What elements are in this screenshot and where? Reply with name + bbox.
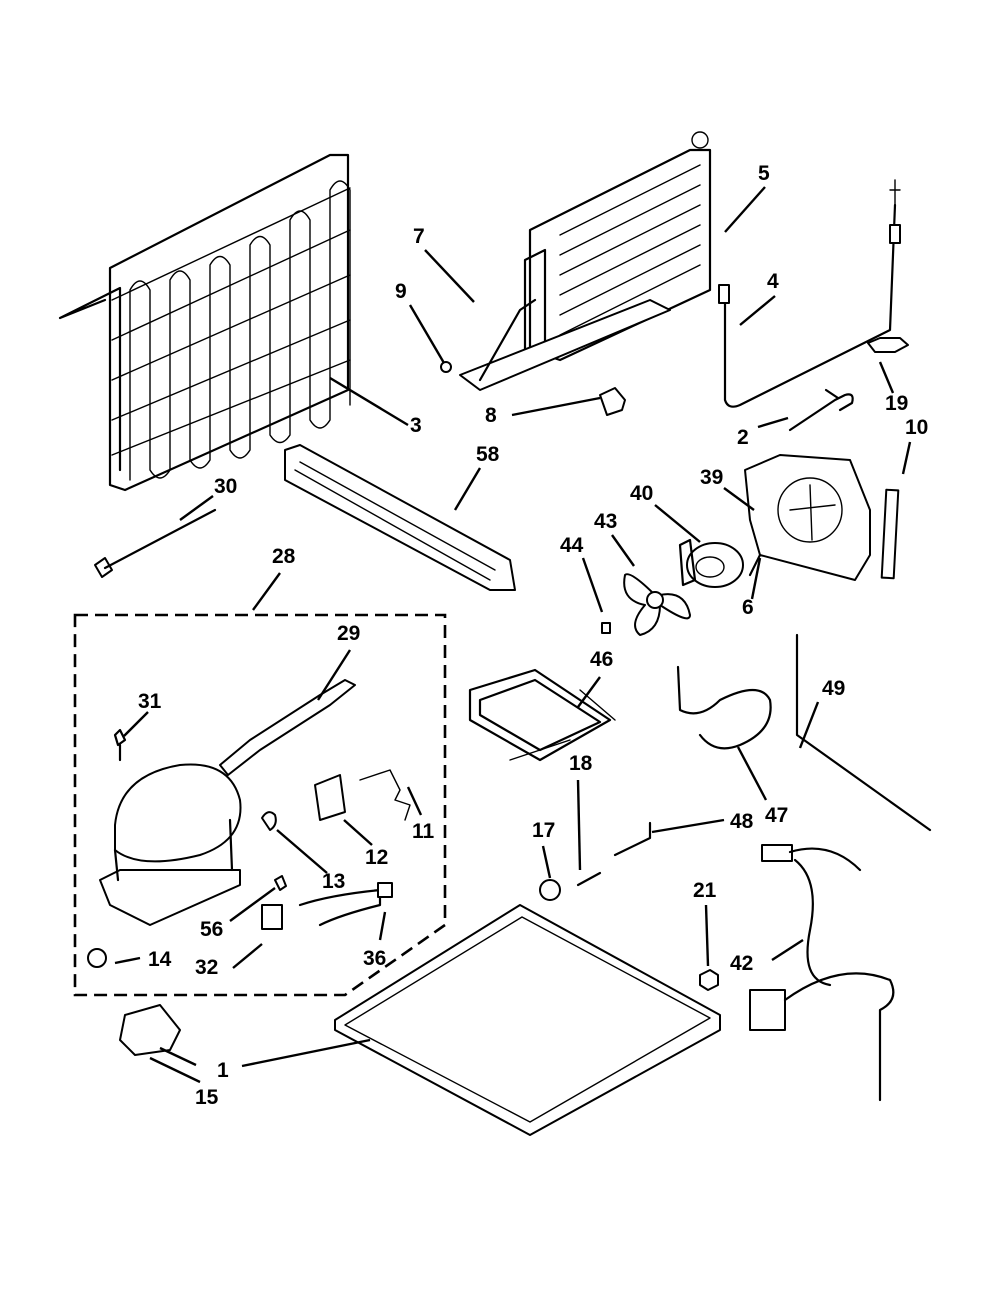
fan-shroud-drawing — [744, 454, 871, 581]
clip-drawing — [599, 387, 626, 416]
compressor-drawing — [99, 763, 242, 926]
label-3: 3 — [410, 414, 422, 437]
label-17: 17 — [532, 819, 555, 842]
condenser-coil-drawing — [58, 153, 351, 492]
terminal-drawing — [274, 875, 287, 891]
label-58: 58 — [476, 443, 500, 466]
cover-clip-drawing — [359, 769, 411, 821]
label-4: 4 — [767, 270, 779, 293]
label-8: 8 — [485, 404, 497, 427]
label-36: 36 — [363, 947, 386, 970]
label-28: 28 — [272, 545, 296, 568]
label-30: 30 — [214, 475, 237, 498]
heater-connector-b — [889, 224, 901, 244]
label-21: 21 — [693, 879, 717, 902]
label-10: 10 — [905, 416, 928, 439]
label-13: 13 — [322, 870, 345, 893]
label-7: 7 — [413, 225, 425, 248]
fan-motor-drawing — [678, 538, 744, 588]
overload-protector-drawing — [261, 811, 277, 831]
label-39: 39 — [700, 466, 723, 489]
defrost-heater-wire-drawing — [723, 203, 897, 408]
label-42: 42 — [730, 952, 753, 975]
label-11: 11 — [412, 820, 435, 843]
label-56: 56 — [200, 918, 223, 941]
label-44: 44 — [560, 534, 584, 557]
nut-drawing — [699, 969, 719, 991]
grommet-foot-drawing — [87, 948, 107, 968]
drain-tube-drawing — [676, 665, 772, 750]
leader-lines — [114, 186, 912, 1084]
base-pan-drawing — [334, 904, 721, 1136]
roller-drawing — [539, 879, 561, 901]
label-12: 12 — [365, 846, 388, 869]
axle-drawing — [576, 871, 602, 887]
screw-drawing — [440, 361, 452, 373]
grommet-drawing — [113, 728, 127, 762]
dryer-drawing — [219, 679, 356, 776]
label-15: 15 — [195, 1086, 219, 1109]
label-32: 32 — [195, 956, 218, 979]
label-1: 1 — [217, 1059, 229, 1082]
label-29: 29 — [337, 622, 360, 645]
label-14: 14 — [148, 948, 172, 971]
label-47: 47 — [765, 804, 788, 827]
power-cord-plug-drawing — [298, 882, 393, 927]
label-40: 40 — [630, 482, 653, 505]
label-46: 46 — [590, 648, 613, 671]
bracket-drawing — [468, 668, 616, 762]
heater-connector-a — [718, 284, 730, 304]
drain-pan-clip-drawing — [119, 1004, 181, 1056]
label-5: 5 — [758, 162, 770, 185]
label-2: 2 — [737, 426, 749, 449]
compressor-assembly-boundary — [73, 613, 447, 997]
relay-drawing — [314, 774, 346, 821]
label-48: 48 — [730, 810, 754, 833]
evaporator-drawing — [459, 131, 712, 391]
retainer-drawing — [601, 622, 611, 634]
label-19: 19 — [885, 392, 908, 415]
bolt-drawing — [94, 508, 217, 578]
capacitor-drawing — [261, 904, 283, 930]
label-6: 6 — [742, 596, 754, 619]
label-18: 18 — [569, 752, 593, 775]
thermostat-drawing — [788, 388, 854, 432]
label-9: 9 — [395, 280, 407, 303]
wiring-harness-drawing — [749, 844, 895, 1102]
water-line-drawing — [795, 633, 932, 832]
thermostat-clip-drawing — [867, 337, 909, 353]
insulation-strip-drawing — [880, 488, 900, 580]
pin-drawing — [613, 821, 652, 857]
fan-blade-drawing — [623, 573, 691, 636]
label-43: 43 — [594, 510, 617, 533]
motor-screw-drawing — [748, 553, 762, 577]
label-49: 49 — [822, 677, 845, 700]
label-31: 31 — [138, 690, 162, 713]
